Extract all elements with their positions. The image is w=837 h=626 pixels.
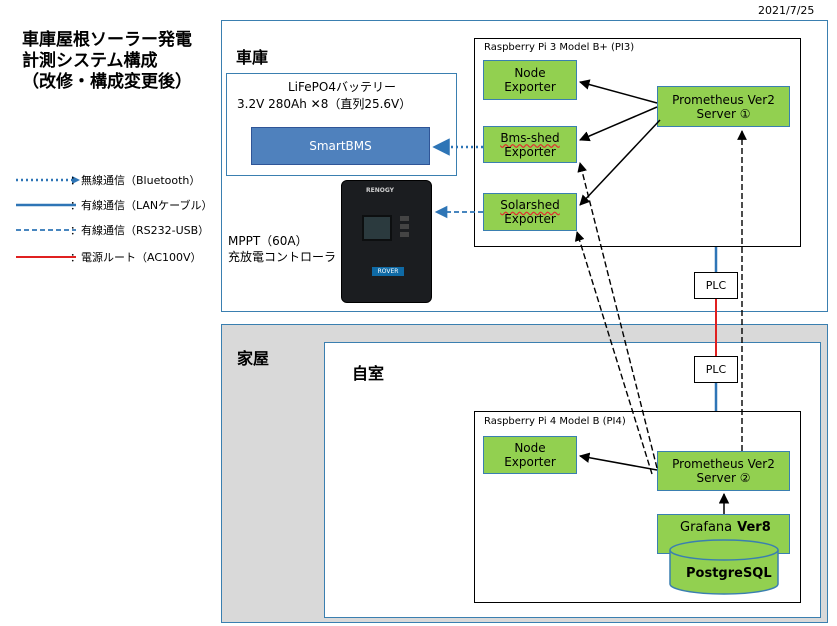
pi4-node-line2: Exporter [504, 455, 556, 469]
pi3-prom-line2: Server ① [696, 106, 751, 121]
garage-label: 車庫 [236, 48, 269, 67]
pi4-node-exporter: Node Exporter [483, 436, 577, 474]
grafana-version: Ver8 [737, 520, 771, 535]
pi3-node-line2: Exporter [504, 80, 556, 94]
mppt-sublabel: 充放電コントローラ [228, 250, 337, 264]
pi3-node-line1: Node [514, 66, 546, 80]
legend-swatches [16, 176, 80, 258]
title-line-1: 車庫屋根ソーラー発電 [22, 30, 192, 50]
plc-garage-label: PLC [705, 279, 727, 292]
pi3-bms-line1: Bms-shed [500, 130, 560, 145]
battery-title: LiFePO4バッテリー [288, 80, 396, 94]
mppt-label: MPPT（60A） [228, 234, 308, 248]
postgresql-cylinder [669, 539, 779, 595]
mppt-model-badge: ROVER [372, 267, 404, 276]
pi4-node-line1: Node [514, 441, 546, 455]
mppt-lcd-screen [362, 215, 392, 241]
mppt-controller-image: RENOGY ROVER [341, 180, 432, 303]
pi4-prom-line1: Prometheus Ver2 [672, 457, 775, 471]
battery-spec: 3.2V 280Ah ✕8（直列25.6V） [237, 97, 412, 111]
pi3-bms-line2: Exporter [504, 144, 556, 159]
date-label: 2021/7/25 [758, 4, 815, 17]
legend-label-bluetooth: ：無線通信（Bluetooth） [70, 174, 201, 187]
pi3-solar-line1: Solarshed [500, 198, 560, 212]
plc-room: PLC [694, 356, 738, 383]
grafana-label: Grafana [680, 520, 733, 535]
smartbms-label: SmartBMS [309, 139, 372, 153]
pi3-solar-line2: Exporter [504, 212, 556, 226]
mppt-model-text: ROVER [377, 268, 399, 275]
legend-label-lan: ：有線通信（LANケーブル） [70, 199, 213, 212]
pi3-title: Raspberry Pi 3 Model B+ (PI3) [484, 42, 635, 53]
mppt-brand-logo: RENOGY [366, 187, 394, 194]
pi4-prom-line2: Server ② [696, 471, 751, 485]
title-line-2: 計測システム構成 [22, 51, 158, 71]
plc-garage: PLC [694, 272, 738, 299]
legend-arrowhead [72, 176, 80, 184]
pi3-solarshed-exporter: Solarshed Exporter [483, 193, 577, 231]
legend-label-power: ：電源ルート（AC100V） [70, 251, 202, 264]
legend-label-rs232: ：有線通信（RS232-USB） [70, 224, 210, 237]
pi3-node-exporter: Node Exporter [483, 60, 577, 100]
room-label: 自室 [352, 364, 385, 383]
plc-room-label: PLC [705, 363, 727, 376]
postgresql-label: PostgreSQL [686, 566, 772, 581]
title-line-3: （改修・構成変更後） [22, 72, 192, 92]
pi3-prom-line1: Prometheus Ver2 [672, 92, 775, 107]
smartbms-box: SmartBMS [251, 127, 430, 165]
pi3-prometheus-server: Prometheus Ver2 Server ① [657, 86, 790, 127]
mppt-buttons [400, 213, 414, 243]
house-label: 家屋 [237, 349, 270, 368]
pi4-title: Raspberry Pi 4 Model B (PI4) [484, 416, 626, 427]
pi3-bms-exporter: Bms-shed Exporter [483, 126, 577, 163]
pi4-prometheus-server: Prometheus Ver2 Server ② [657, 451, 790, 491]
